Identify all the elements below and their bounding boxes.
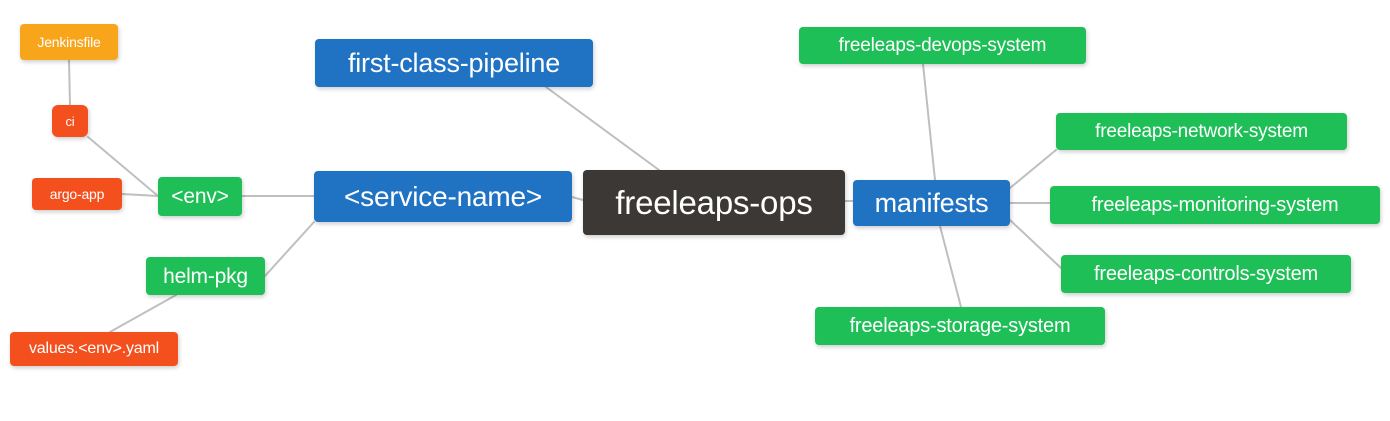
node-label: freeleaps-controls-system <box>1094 263 1318 285</box>
node-freeleaps-monitoring-system[interactable]: freeleaps-monitoring-system <box>1050 186 1380 224</box>
node-label: <env> <box>171 185 229 208</box>
edge-helm-pkg-to-values-env-yaml <box>109 294 177 333</box>
node-label: values.<env>.yaml <box>28 340 159 357</box>
edge-service-name-to-freeleaps-ops <box>571 196 584 201</box>
node-jenkinsfile[interactable]: Jenkinsfile <box>20 24 118 60</box>
node-freeleaps-ops[interactable]: freeleaps-ops <box>583 170 845 235</box>
node-manifests[interactable]: manifests <box>853 180 1010 226</box>
edge-service-name-to-helm-pkg <box>264 221 315 277</box>
edge-argo-app-to-env <box>121 193 159 197</box>
node-label: first-class-pipeline <box>347 47 561 78</box>
edge-manifests-to-freeleaps-controls-system <box>1009 219 1062 269</box>
edge-first-class-pipeline-to-freeleaps-ops <box>545 86 660 171</box>
node-label: manifests <box>874 187 989 218</box>
node-label: freeleaps-storage-system <box>849 315 1071 337</box>
node-ci[interactable]: ci <box>52 105 88 137</box>
node-freeleaps-storage-system[interactable]: freeleaps-storage-system <box>815 307 1105 345</box>
edge-manifests-to-freeleaps-network-system <box>1009 149 1057 189</box>
edge-jenkinsfile-to-ci <box>68 59 71 106</box>
node-label: freeleaps-devops-system <box>838 35 1047 56</box>
node-label: freeleaps-ops <box>615 184 813 221</box>
node-argo-app[interactable]: argo-app <box>32 178 122 210</box>
node-label: helm-pkg <box>163 264 248 288</box>
node-label: freeleaps-monitoring-system <box>1091 194 1339 216</box>
node-freeleaps-network-system[interactable]: freeleaps-network-system <box>1056 113 1347 150</box>
node-values-env-yaml[interactable]: values.<env>.yaml <box>10 332 178 366</box>
node-freeleaps-devops-system[interactable]: freeleaps-devops-system <box>799 27 1086 64</box>
node-label: ci <box>65 113 75 129</box>
node-service-name[interactable]: <service-name> <box>314 171 572 222</box>
edge-manifests-to-freeleaps-devops-system <box>922 63 936 181</box>
node-env[interactable]: <env> <box>158 177 242 216</box>
node-label: freeleaps-network-system <box>1095 121 1308 142</box>
node-label: <service-name> <box>344 180 542 212</box>
node-helm-pkg[interactable]: helm-pkg <box>146 257 265 295</box>
node-label: Jenkinsfile <box>37 34 101 50</box>
edge-manifests-to-freeleaps-storage-system <box>939 225 962 308</box>
node-label: argo-app <box>49 186 105 202</box>
node-first-class-pipeline[interactable]: first-class-pipeline <box>315 39 593 87</box>
node-freeleaps-controls-system[interactable]: freeleaps-controls-system <box>1061 255 1351 293</box>
